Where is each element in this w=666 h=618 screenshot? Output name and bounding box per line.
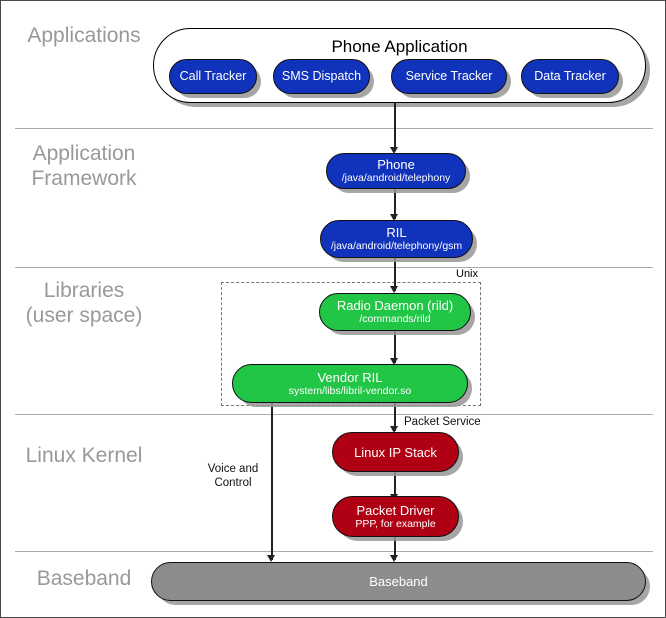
arrow-vendor-ril-to-baseband	[271, 403, 273, 560]
library-node-vendor-ril[interactable]: Vendor RIL system/libs/libril-vendor.so	[232, 364, 468, 403]
arrow-vendor-ril-to-ip-stack	[394, 403, 396, 431]
library-node-radio-daemon-subtitle: /commands/rild	[359, 313, 431, 325]
layer-label-libraries: Libraries (user space)	[25, 279, 143, 327]
kernel-node-packet-driver-subtitle: PPP, for example	[355, 517, 436, 530]
framework-node-ril[interactable]: RIL /java/android/telephony/gsm	[320, 220, 473, 258]
arrowhead-rild-to-vendor-ril	[390, 358, 398, 365]
unix-group-box	[221, 282, 481, 406]
arrowhead-ril-to-rild	[390, 286, 398, 293]
edge-label-packet-service: Packet Service	[404, 416, 481, 428]
divider-libraries	[15, 414, 653, 415]
arrow-rild-to-vendor-ril	[394, 331, 396, 363]
divider-kernel	[15, 551, 653, 552]
layer-label-application-framework: Application Framework	[31, 142, 137, 190]
baseband-node[interactable]: Baseband	[151, 562, 646, 601]
kernel-node-packet-driver[interactable]: Packet Driver PPP, for example	[332, 496, 459, 537]
divider-applications	[15, 128, 653, 129]
framework-node-phone-title: Phone	[377, 157, 415, 172]
app-node-service-tracker-label: Service Tracker	[405, 69, 493, 83]
framework-node-phone[interactable]: Phone /java/android/telephony	[326, 153, 466, 189]
arrow-ril-to-rild	[394, 258, 396, 291]
app-node-data-tracker[interactable]: Data Tracker	[521, 59, 619, 94]
arrowhead-phone-to-ril	[390, 214, 398, 221]
arrow-ip-stack-to-packet-driver	[394, 472, 396, 499]
arrow-apps-to-phone	[394, 103, 396, 151]
library-node-vendor-ril-subtitle: system/libs/libril-vendor.so	[288, 384, 412, 397]
arrowhead-vendor-ril-to-baseband	[267, 555, 275, 562]
layer-label-baseband: Baseband	[36, 567, 132, 590]
layer-label-applications: Applications	[27, 24, 141, 47]
phone-application-title: Phone Application	[331, 37, 468, 56]
app-node-sms-dispatch[interactable]: SMS Dispatch	[273, 59, 370, 94]
app-node-call-tracker-label: Call Tracker	[179, 69, 247, 83]
arrowhead-packet-driver-to-baseband	[390, 555, 398, 562]
library-node-vendor-ril-title: Vendor RIL	[317, 369, 383, 385]
app-node-call-tracker[interactable]: Call Tracker	[169, 59, 257, 94]
baseband-node-title: Baseband	[369, 574, 428, 589]
library-node-radio-daemon[interactable]: Radio Daemon (rild) /commands/rild	[319, 293, 471, 331]
edge-label-voice-and-control: Voice and Control	[207, 463, 259, 489]
arrow-packet-driver-to-baseband	[394, 537, 396, 560]
kernel-node-linux-ip-stack-title: Linux IP Stack	[354, 444, 437, 460]
unix-group-label: Unix	[456, 268, 479, 280]
app-node-data-tracker-label: Data Tracker	[534, 69, 606, 83]
app-node-sms-dispatch-label: SMS Dispatch	[281, 69, 362, 83]
arrowhead-vendor-ril-to-ip-stack	[390, 426, 398, 433]
layer-label-linux-kernel: Linux Kernel	[25, 444, 143, 467]
framework-node-ril-subtitle: /java/android/telephony/gsm	[330, 240, 463, 252]
arrow-phone-to-ril	[394, 189, 396, 219]
framework-node-phone-subtitle: /java/android/telephony	[341, 172, 451, 184]
arrowhead-apps-to-phone	[390, 147, 398, 154]
app-node-service-tracker[interactable]: Service Tracker	[391, 59, 507, 94]
divider-framework	[15, 267, 653, 268]
library-node-radio-daemon-title: Radio Daemon (rild)	[336, 298, 454, 313]
kernel-node-packet-driver-title: Packet Driver	[356, 502, 435, 518]
kernel-node-linux-ip-stack[interactable]: Linux IP Stack	[332, 432, 459, 472]
framework-node-ril-title: RIL	[386, 225, 407, 240]
